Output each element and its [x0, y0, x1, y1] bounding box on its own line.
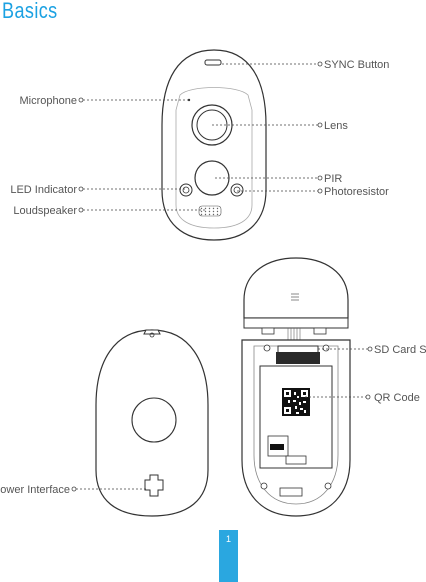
photoresistor-shape: [230, 183, 244, 197]
page-number: 1: [219, 530, 238, 582]
led-indicator-shape: [179, 183, 193, 197]
label-photoresistor: Photoresistor: [324, 186, 389, 198]
label-loudspeaker: Loudspeaker: [13, 205, 77, 217]
power-interface-shape: [144, 474, 164, 497]
label-qr-code: QR Code: [374, 392, 420, 404]
label-pir: PIR: [324, 173, 342, 185]
label-microphone: Microphone: [20, 95, 77, 107]
label-sd-card-slot: SD Card Slot: [374, 344, 426, 356]
label-sync-button: SYNC Button: [324, 59, 389, 71]
camera-back-view: [95, 329, 209, 517]
camera-front-view: [161, 49, 267, 241]
sync-button-shape[interactable]: [204, 59, 222, 66]
page-title: Basics: [2, 0, 58, 23]
label-led-indicator: LED Indicator: [10, 184, 77, 196]
qr-code-shape: [282, 388, 310, 416]
loudspeaker-grille: [198, 205, 222, 217]
label-lens: Lens: [324, 120, 348, 132]
back-mount-circle: [131, 397, 177, 443]
label-power-interface: Power Interface: [0, 484, 70, 496]
camera-open-view: [241, 257, 351, 517]
